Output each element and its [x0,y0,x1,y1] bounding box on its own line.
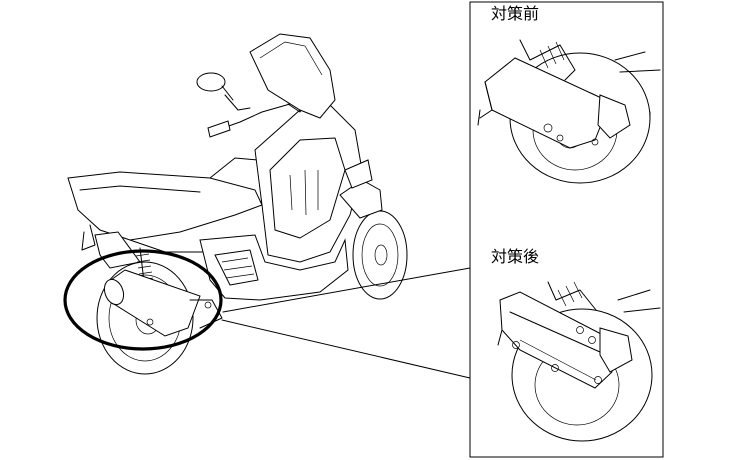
lower-body [199,234,349,301]
rear-body [67,157,263,269]
after-label: 対策後 [489,247,542,266]
muffler [103,269,223,337]
front-shield [254,104,363,263]
before-label: 対策前 [489,4,542,23]
front-wheel [339,159,408,300]
windscreen [249,33,336,119]
scooter-illustration [63,33,471,379]
before-detail [477,39,661,184]
highlight-ellipse [63,249,223,351]
leader-line-upper [222,267,471,313]
after-detail [497,281,661,442]
leader-line-lower [221,319,471,379]
